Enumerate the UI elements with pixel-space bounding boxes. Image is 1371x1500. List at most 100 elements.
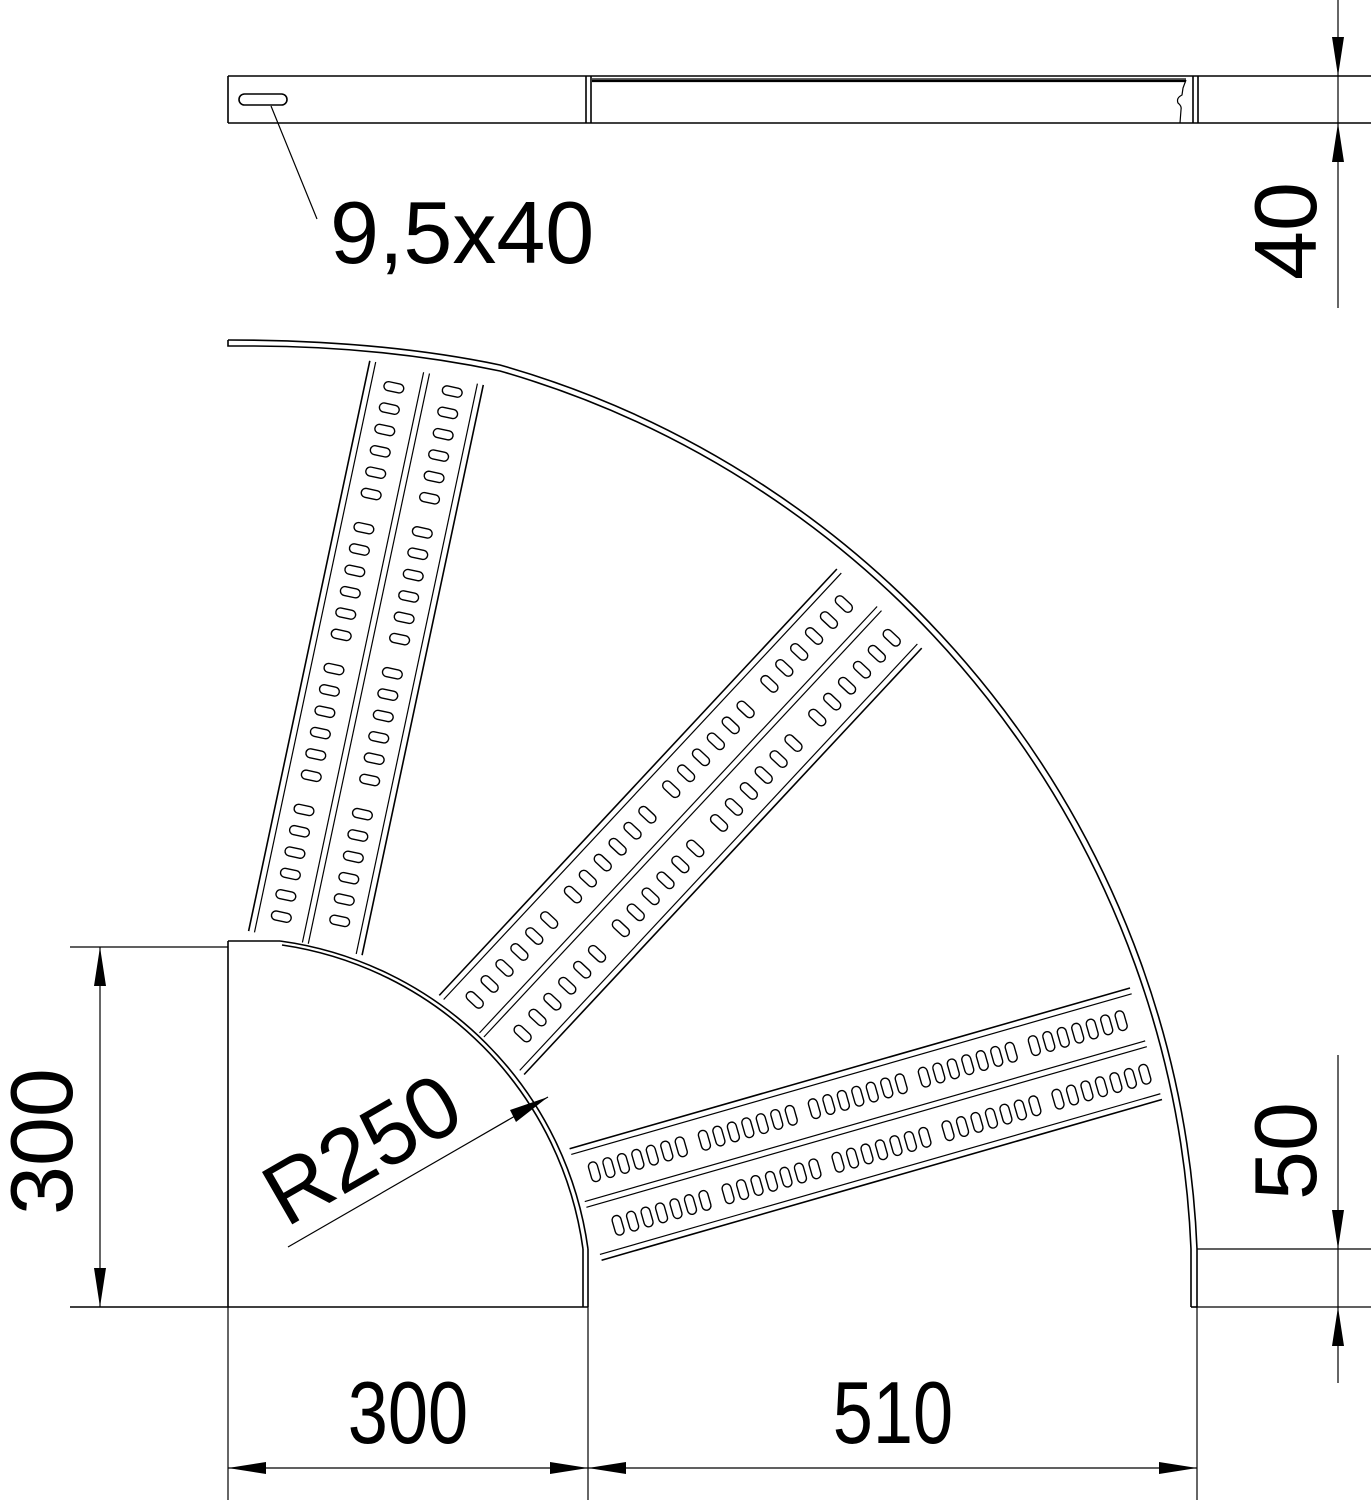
rung-slot	[641, 887, 660, 906]
rung-slot	[770, 1108, 784, 1130]
rung-slot	[784, 1104, 798, 1126]
top-view: R250 300 300 510 50	[0, 339, 1371, 1500]
rung-slot	[712, 1125, 726, 1147]
rung-slot	[697, 1129, 712, 1151]
rung-slot	[917, 1066, 932, 1088]
rung-slot	[616, 1152, 631, 1174]
rung-slot	[625, 1210, 640, 1232]
rung-slot	[363, 752, 385, 766]
rung-slot	[347, 829, 369, 842]
rung-slot	[428, 449, 450, 462]
rung-slot	[1085, 1018, 1099, 1040]
rung-slot	[654, 1202, 669, 1224]
arrow-right-icon	[550, 1462, 588, 1474]
rung-slot	[669, 1198, 683, 1220]
rung-slot	[750, 1174, 764, 1196]
rung-slot	[407, 547, 429, 561]
rung-slot	[335, 607, 357, 620]
rung-slot	[1138, 1063, 1152, 1085]
rung-slot	[661, 780, 681, 799]
rung-slot	[539, 911, 559, 930]
rung-slot	[638, 805, 657, 824]
rung-slot	[348, 543, 370, 556]
rung-slot	[755, 1113, 770, 1135]
bottom-left-width-dimension: 300	[348, 1364, 468, 1462]
radius-arrow-icon	[510, 1097, 548, 1122]
rung-slot	[411, 526, 433, 539]
rung-slot	[691, 748, 711, 767]
rung-slot	[353, 521, 375, 535]
rung-slot	[836, 1089, 851, 1111]
rung-slot	[779, 1166, 793, 1188]
rung-slot	[513, 1024, 532, 1043]
rung-slot	[381, 666, 403, 680]
rung-slot	[1013, 1099, 1028, 1121]
rung-slot	[764, 1170, 779, 1192]
rung-slot	[423, 470, 445, 484]
rung-slot	[608, 837, 627, 856]
rung-slot	[961, 1054, 975, 1076]
rung-slot	[372, 709, 394, 723]
rung-slot	[1051, 1088, 1065, 1110]
rung-slot	[999, 1103, 1013, 1125]
rung-slot	[365, 466, 387, 480]
rung-slot	[736, 700, 755, 719]
rung-slot	[804, 627, 824, 645]
rung-slot	[369, 444, 391, 458]
rung-slot	[852, 660, 872, 679]
rung-slot	[587, 944, 607, 963]
rung-slot	[1114, 1010, 1128, 1032]
rung-slot	[706, 732, 726, 751]
rung-slot	[932, 1062, 946, 1084]
arrow-down-icon	[1332, 1210, 1344, 1249]
rung-slot	[293, 803, 315, 817]
rung-slot	[525, 927, 544, 945]
rung-slot	[432, 427, 454, 441]
rung-slot	[368, 730, 390, 744]
rung-lower	[569, 987, 1163, 1261]
arrow-down-icon	[1332, 37, 1344, 76]
rung-slot	[389, 632, 411, 646]
rung-slot	[724, 797, 744, 816]
rung-slot	[284, 846, 306, 859]
rung-slot	[867, 644, 887, 663]
rung-slot	[741, 1117, 755, 1139]
rung-slot	[339, 585, 361, 599]
rung-slot	[330, 628, 352, 642]
bottom-right-width-dimension: 510	[833, 1364, 953, 1462]
rung-slot	[793, 1162, 808, 1184]
rung-slot	[640, 1206, 654, 1228]
rung-slot	[377, 688, 399, 701]
rung-slot	[1028, 1095, 1042, 1117]
rung-slot	[378, 402, 400, 415]
arrow-down-icon	[94, 1268, 106, 1307]
rung-slot	[528, 1008, 547, 1027]
rung-slot	[359, 773, 381, 787]
rung-slot	[393, 611, 415, 625]
rung-slot	[676, 764, 696, 783]
rung-slot	[865, 1081, 879, 1103]
rung-slot	[831, 1151, 845, 1173]
rung-slot	[819, 611, 839, 629]
rung-slot	[611, 919, 631, 938]
rung-slot	[626, 903, 645, 922]
left-height-dimension: 300	[0, 1068, 91, 1215]
rung-slot	[769, 750, 788, 769]
rung-slot	[808, 1158, 822, 1180]
rung-slot	[275, 888, 297, 902]
rung-slot	[721, 716, 740, 735]
rung-slot	[1056, 1026, 1070, 1048]
arrow-up-icon	[94, 947, 106, 986]
rung-slot	[726, 1121, 741, 1143]
rung-slot	[329, 914, 351, 928]
slot-size-label: 9,5x40	[330, 183, 594, 282]
rung-slot	[955, 1116, 970, 1138]
rung-slot	[880, 1077, 894, 1099]
rung-slot	[323, 662, 345, 676]
rung-slot	[288, 824, 311, 838]
rung-slot	[593, 853, 612, 872]
rung-slot	[305, 748, 327, 761]
rung-slot	[984, 1107, 999, 1129]
rung-slot	[1004, 1041, 1018, 1063]
rung-slot	[894, 1073, 908, 1095]
